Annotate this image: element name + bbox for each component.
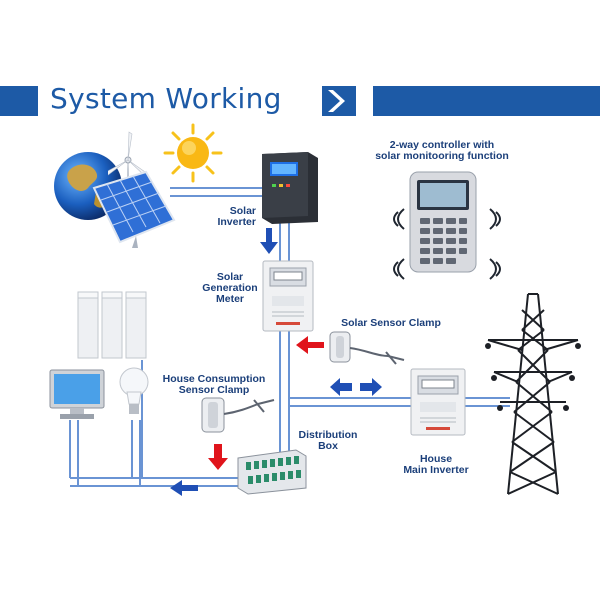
solar-panel-icon bbox=[92, 170, 176, 248]
arrow-left-icon bbox=[170, 480, 198, 496]
clamp-icon bbox=[201, 397, 275, 433]
header-bar-right bbox=[373, 86, 600, 116]
power-tower-icon bbox=[485, 293, 581, 495]
distribution-box-label: Distribution Box bbox=[298, 429, 358, 452]
clamp-icon bbox=[329, 331, 405, 365]
meter-icon bbox=[410, 368, 466, 436]
solar-generation-meter-label: Solar Generation Meter bbox=[202, 271, 258, 305]
solar-inverter-label: Solar Inverter bbox=[217, 205, 256, 228]
arrow-down-icon bbox=[260, 228, 278, 254]
solar-sensor-clamp-label: Solar Sensor Clamp bbox=[341, 317, 441, 329]
controller-icon bbox=[409, 171, 477, 273]
light-bulb-icon bbox=[119, 367, 149, 414]
meter-icon bbox=[262, 260, 314, 332]
distribution-box-icon bbox=[237, 449, 307, 495]
arrow-bidirectional-icon bbox=[330, 378, 382, 396]
wireless-signal-icon bbox=[489, 258, 501, 280]
wireless-signal-icon bbox=[489, 208, 501, 230]
arrow-down-icon bbox=[208, 444, 228, 470]
page-title: System Working bbox=[50, 82, 282, 115]
battery-icon bbox=[77, 291, 147, 359]
sun-icon bbox=[163, 123, 223, 183]
header-bar-left bbox=[0, 86, 38, 116]
arrow-left-icon bbox=[296, 336, 324, 354]
wireless-signal-icon bbox=[393, 258, 405, 280]
house-main-inverter-label: House Main Inverter bbox=[403, 453, 469, 476]
house-consumption-clamp-label: House Consumption Sensor Clamp bbox=[162, 373, 266, 396]
controller-label: 2-way controller with solar monitooring … bbox=[375, 139, 509, 162]
chevron-right-icon bbox=[322, 86, 356, 116]
monitor-icon bbox=[49, 369, 105, 419]
inverter-icon bbox=[262, 152, 318, 224]
wireless-signal-icon bbox=[393, 208, 405, 230]
